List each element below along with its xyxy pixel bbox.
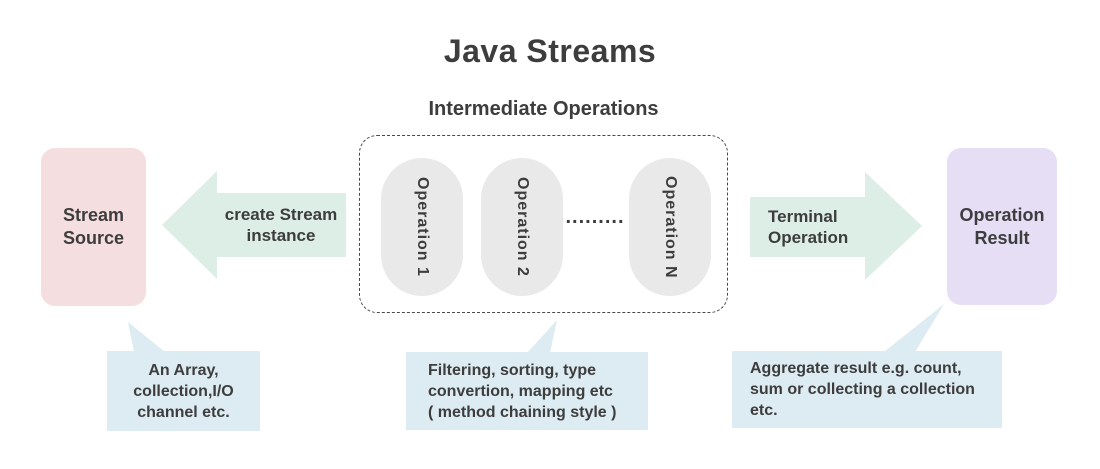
operation-1-pill: Operation 1 — [381, 158, 463, 296]
operation-2-pill: Operation 2 — [481, 158, 563, 296]
operation-n-pill: Operation N — [629, 158, 711, 296]
result-callout: Aggregate result e.g. count, sum or coll… — [732, 351, 1002, 428]
intermediate-callout-tail-icon — [527, 320, 557, 353]
intermediate-callout: Filtering, sorting, type convertion, map… — [406, 352, 648, 430]
operation-result-label: Operation Result — [959, 204, 1045, 248]
operation-result-box: Operation Result — [947, 148, 1057, 305]
stream-source-box: Stream Source — [41, 148, 146, 306]
terminal-operation-arrow-right-icon — [750, 172, 922, 280]
intermediate-operations-box: Operation 1 Operation 2 Operation N — [359, 135, 728, 313]
ellipsis-dots: ......... — [565, 206, 625, 228]
create-stream-arrow-left-icon — [162, 171, 346, 279]
result-callout-tail-icon — [884, 304, 944, 352]
operation-n-label: Operation N — [662, 175, 679, 279]
operation-1-label: Operation 1 — [414, 177, 431, 277]
create-stream-arrow-label: create Stream instance — [224, 205, 338, 245]
source-callout-tail-icon — [128, 322, 165, 352]
operation-2-label: Operation 2 — [514, 177, 531, 277]
intermediate-operations-label: Intermediate Operations — [428, 98, 659, 120]
diagram-title: Java Streams — [443, 33, 657, 69]
terminal-operation-arrow-label: Terminal Operation — [768, 207, 849, 247]
stream-source-label: Stream Source — [62, 205, 125, 248]
source-callout: An Array, collection,I/O channel etc. — [107, 351, 260, 431]
